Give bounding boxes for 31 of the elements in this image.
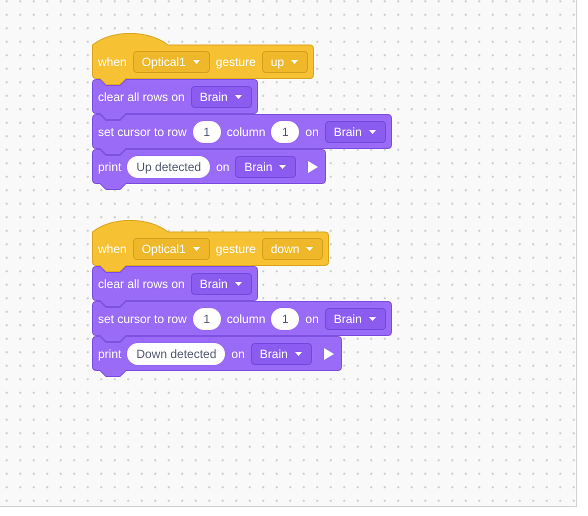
dropdown-menu: Brain (250, 342, 312, 364)
block-text: clear all rows on (98, 276, 185, 290)
block-text: print (98, 346, 122, 360)
block-text: gesture (216, 55, 256, 69)
block-text: column (226, 312, 266, 326)
dropdown-menu: Brain (324, 120, 386, 142)
dropdown-menu: Optical1 (132, 238, 210, 260)
block-text: column (226, 124, 266, 138)
block-text: gesture (216, 242, 256, 256)
block-text: when (98, 242, 127, 256)
dropdown-menu: up (262, 51, 308, 73)
block-text: on (231, 346, 245, 360)
command-block (92, 336, 342, 377)
block-text: clear all rows on (98, 90, 185, 104)
block-text: on (305, 124, 319, 138)
command-block (92, 149, 326, 190)
dropdown-menu: Brain (235, 156, 296, 178)
dropdown-menu: Brain (324, 308, 386, 330)
dropdown-menu: Optical1 (132, 51, 210, 73)
block-text: print (98, 160, 122, 174)
hat-block (92, 220, 330, 272)
text-field: Up detected (127, 156, 210, 178)
dropdown-menu: Brain (190, 86, 252, 108)
text-field: Down detected (127, 342, 226, 364)
block-text: on (216, 160, 230, 174)
block-text: when (98, 55, 127, 69)
block-text: set cursor to row (98, 312, 187, 326)
dropdown-menu: down (262, 238, 324, 260)
block-text: on (305, 312, 319, 326)
block-text: set cursor to row (98, 124, 187, 138)
dropdown-menu: Brain (190, 272, 252, 294)
